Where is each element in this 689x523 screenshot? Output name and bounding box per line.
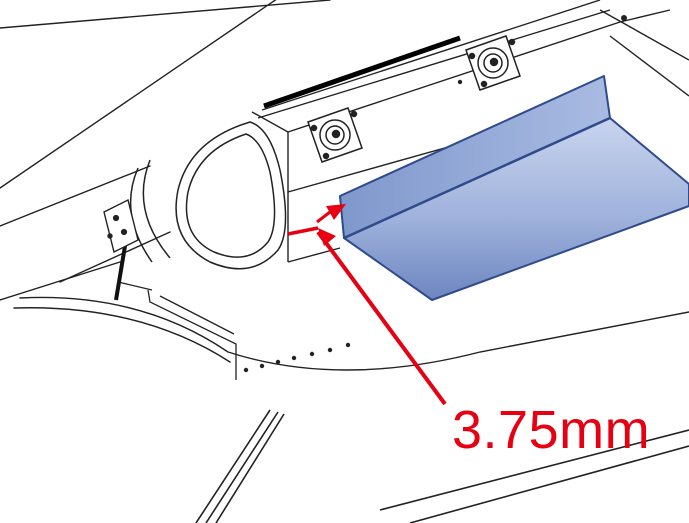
panel-outline	[0, 0, 689, 371]
leader-arrowhead	[318, 228, 336, 246]
lower-rails	[195, 409, 689, 523]
harness-wire	[114, 239, 128, 301]
dimension-annotation	[287, 204, 447, 406]
duct-opening	[129, 121, 287, 270]
housing-mount-dot	[457, 15, 627, 85]
dimension-arrowhead	[326, 204, 346, 220]
leader-line	[316, 230, 447, 406]
housing-edge-bold	[263, 35, 461, 109]
fastener-icon	[307, 107, 363, 163]
rivet-row	[243, 342, 351, 373]
dimension-label: 3.75mm	[452, 400, 651, 460]
dimension-arrow-shaft	[316, 210, 331, 224]
housing	[251, 0, 689, 263]
dimension-tick	[287, 226, 319, 236]
bracket	[339, 75, 689, 301]
fastener-icon-2	[465, 35, 521, 91]
connector-icon	[103, 198, 139, 254]
lower-skirt	[117, 281, 237, 380]
